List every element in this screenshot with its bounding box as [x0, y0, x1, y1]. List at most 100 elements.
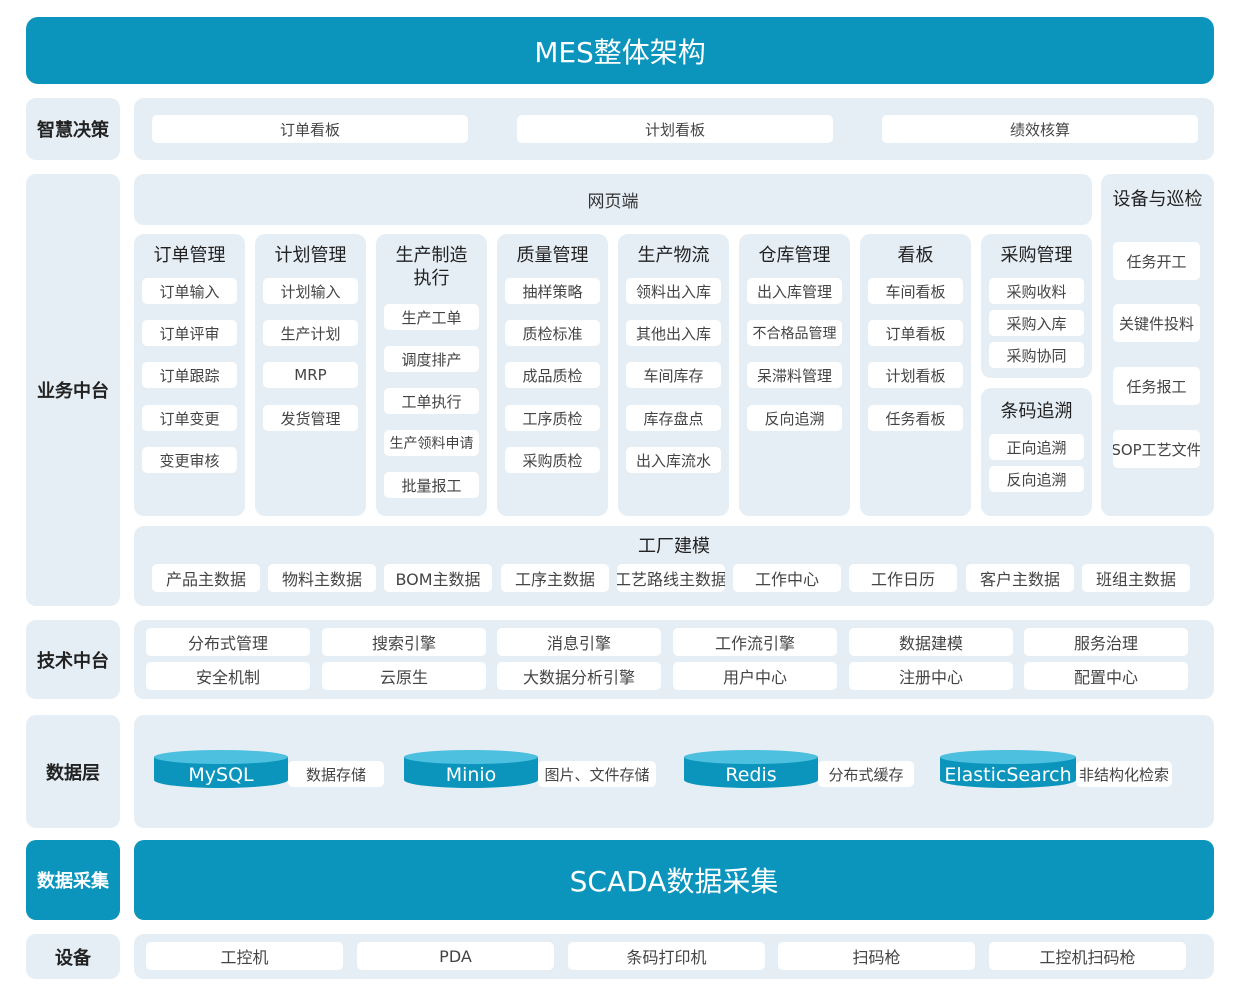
module-item[interactable]: 呆滞料管理 — [747, 362, 842, 388]
module-item[interactable]: 工序质检 — [505, 405, 600, 431]
module-item[interactable]: 车间库存 — [626, 362, 721, 388]
cylinder-top — [684, 750, 818, 764]
module-item[interactable]: 订单变更 — [142, 405, 237, 431]
factory-item[interactable]: 物料主数据 — [268, 564, 376, 592]
smart-item[interactable]: 计划看板 — [517, 115, 833, 143]
tech-item[interactable]: 服务治理 — [1024, 628, 1188, 656]
factory-item[interactable]: 班组主数据 — [1082, 564, 1190, 592]
module-item[interactable]: 计划看板 — [868, 362, 963, 388]
module-item[interactable]: 正向追溯 — [989, 434, 1084, 460]
device-item[interactable]: 条码打印机 — [568, 942, 765, 970]
module-item[interactable]: 质检标准 — [505, 320, 600, 346]
cylinder-top — [154, 750, 288, 764]
database-cylinder-icon: Minio — [404, 750, 538, 796]
module-item[interactable]: 订单评审 — [142, 320, 237, 346]
module-item[interactable]: 变更审核 — [142, 447, 237, 473]
device-item[interactable]: 扫码枪 — [778, 942, 975, 970]
tech-item[interactable]: 数据建模 — [849, 628, 1013, 656]
module-item[interactable]: 工单执行 — [384, 388, 479, 414]
module-column: 质量管理抽样策略质检标准成品质检工序质检采购质检 — [497, 234, 608, 516]
smart-decision-label: 智慧决策 — [26, 98, 120, 160]
module-column: 看板车间看板订单看板计划看板任务看板 — [860, 234, 971, 516]
module-purchase: 采购管理 采购收料 采购入库 采购协同 — [981, 234, 1092, 378]
factory-items: 产品主数据物料主数据 BOM主数据工序主数据工艺路线主数据工作中心工作日历客户主数… — [152, 564, 1198, 592]
factory-item[interactable]: 工序主数据 — [501, 564, 609, 592]
cylinder-top — [404, 750, 538, 764]
tech-item[interactable]: 配置中心 — [1024, 662, 1188, 690]
module-item[interactable]: MRP — [263, 362, 358, 388]
factory-item[interactable]: 工艺路线主数据 — [617, 564, 725, 592]
module-item[interactable]: 出入库管理 — [747, 278, 842, 304]
tech-row: 安全机制云原生大数据分析引擎用户中心注册中心配置中心 — [146, 662, 1200, 690]
tech-item[interactable]: 分布式管理 — [146, 628, 310, 656]
device-item[interactable]: PDA — [357, 942, 554, 970]
module-item[interactable]: 订单输入 — [142, 278, 237, 304]
database-name: MySQL — [188, 764, 254, 786]
database-desc: 分布式缓存 — [818, 761, 914, 787]
page-title: MES整体架构 — [26, 17, 1214, 84]
tech-item[interactable]: 云原生 — [322, 662, 486, 690]
module-item[interactable]: 成品质检 — [505, 362, 600, 388]
database-name: Minio — [445, 764, 497, 786]
device-item[interactable]: 工控机 — [146, 942, 343, 970]
factory-item[interactable]: 客户主数据 — [966, 564, 1074, 592]
module-item[interactable]: 批量报工 — [384, 472, 479, 498]
tech-item[interactable]: 注册中心 — [849, 662, 1013, 690]
module-item[interactable]: 任务看板 — [868, 405, 963, 431]
factory-modeling-title: 工厂建模 — [638, 536, 710, 557]
module-item[interactable]: 生产工单 — [384, 304, 479, 330]
module-item[interactable]: 采购入库 — [989, 310, 1084, 336]
module-item[interactable]: 订单跟踪 — [142, 362, 237, 388]
module-item[interactable]: 反向追溯 — [989, 466, 1084, 492]
tech-item[interactable]: 用户中心 — [673, 662, 837, 690]
module-item[interactable]: 发货管理 — [263, 405, 358, 431]
factory-item[interactable]: BOM主数据 — [384, 564, 492, 592]
module-item[interactable]: SOP工艺文件 — [1113, 430, 1200, 468]
module-item[interactable]: 采购协同 — [989, 342, 1084, 368]
smart-item[interactable]: 绩效核算 — [882, 115, 1198, 143]
module-item[interactable]: 生产计划 — [263, 320, 358, 346]
database-name: Redis — [725, 764, 777, 786]
tech-row: 分布式管理搜索引擎消息引擎工作流引擎数据建模服务治理 — [146, 628, 1200, 656]
module-title: 条码追溯 — [1000, 401, 1073, 422]
module-item[interactable]: 不合格品管理 — [747, 320, 842, 346]
module-item[interactable]: 任务报工 — [1113, 367, 1200, 405]
module-title: 设备与巡检 — [1112, 189, 1203, 210]
module-title: 生产制造执行 — [395, 245, 468, 289]
database-desc: 非结构化检索 — [1076, 761, 1172, 787]
module-title: 质量管理 — [516, 245, 589, 266]
factory-item[interactable]: 工作日历 — [849, 564, 957, 592]
tech-item[interactable]: 安全机制 — [146, 662, 310, 690]
module-item[interactable]: 计划输入 — [263, 278, 358, 304]
device-item[interactable]: 工控机扫码枪 — [989, 942, 1186, 970]
devices-label: 设备 — [26, 934, 120, 979]
module-item[interactable]: 抽样策略 — [505, 278, 600, 304]
module-item[interactable]: 生产领料申请 — [384, 430, 479, 456]
database-cylinder-icon: ElasticSearch — [940, 750, 1076, 796]
module-item[interactable]: 其他出入库 — [626, 320, 721, 346]
module-item[interactable]: 任务开工 — [1113, 242, 1200, 280]
module-item[interactable]: 采购质检 — [505, 447, 600, 473]
factory-item[interactable]: 产品主数据 — [152, 564, 260, 592]
tech-item[interactable]: 大数据分析引擎 — [497, 662, 661, 690]
module-item[interactable]: 库存盘点 — [626, 405, 721, 431]
tech-item[interactable]: 消息引擎 — [497, 628, 661, 656]
tech-item[interactable]: 工作流引擎 — [673, 628, 837, 656]
module-item[interactable]: 调度排产 — [384, 346, 479, 372]
module-item[interactable]: 订单看板 — [868, 320, 963, 346]
tech-item[interactable]: 搜索引擎 — [322, 628, 486, 656]
tech-label: 技术中台 — [26, 620, 120, 699]
module-column: 仓库管理出入库管理不合格品管理呆滞料管理反向追溯 — [739, 234, 850, 516]
database-name: ElasticSearch — [944, 764, 1072, 786]
factory-item[interactable]: 工作中心 — [733, 564, 841, 592]
module-item[interactable]: 关键件投料 — [1113, 304, 1200, 342]
smart-item[interactable]: 订单看板 — [152, 115, 468, 143]
module-item[interactable]: 采购收料 — [989, 278, 1084, 304]
module-item[interactable]: 车间看板 — [868, 278, 963, 304]
module-equipment-inspection: 设备与巡检 任务开工 关键件投料 任务报工 SOP工艺文件 — [1101, 174, 1214, 516]
module-item[interactable]: 反向追溯 — [747, 405, 842, 431]
module-item[interactable]: 领料出入库 — [626, 278, 721, 304]
module-item[interactable]: 出入库流水 — [626, 447, 721, 473]
